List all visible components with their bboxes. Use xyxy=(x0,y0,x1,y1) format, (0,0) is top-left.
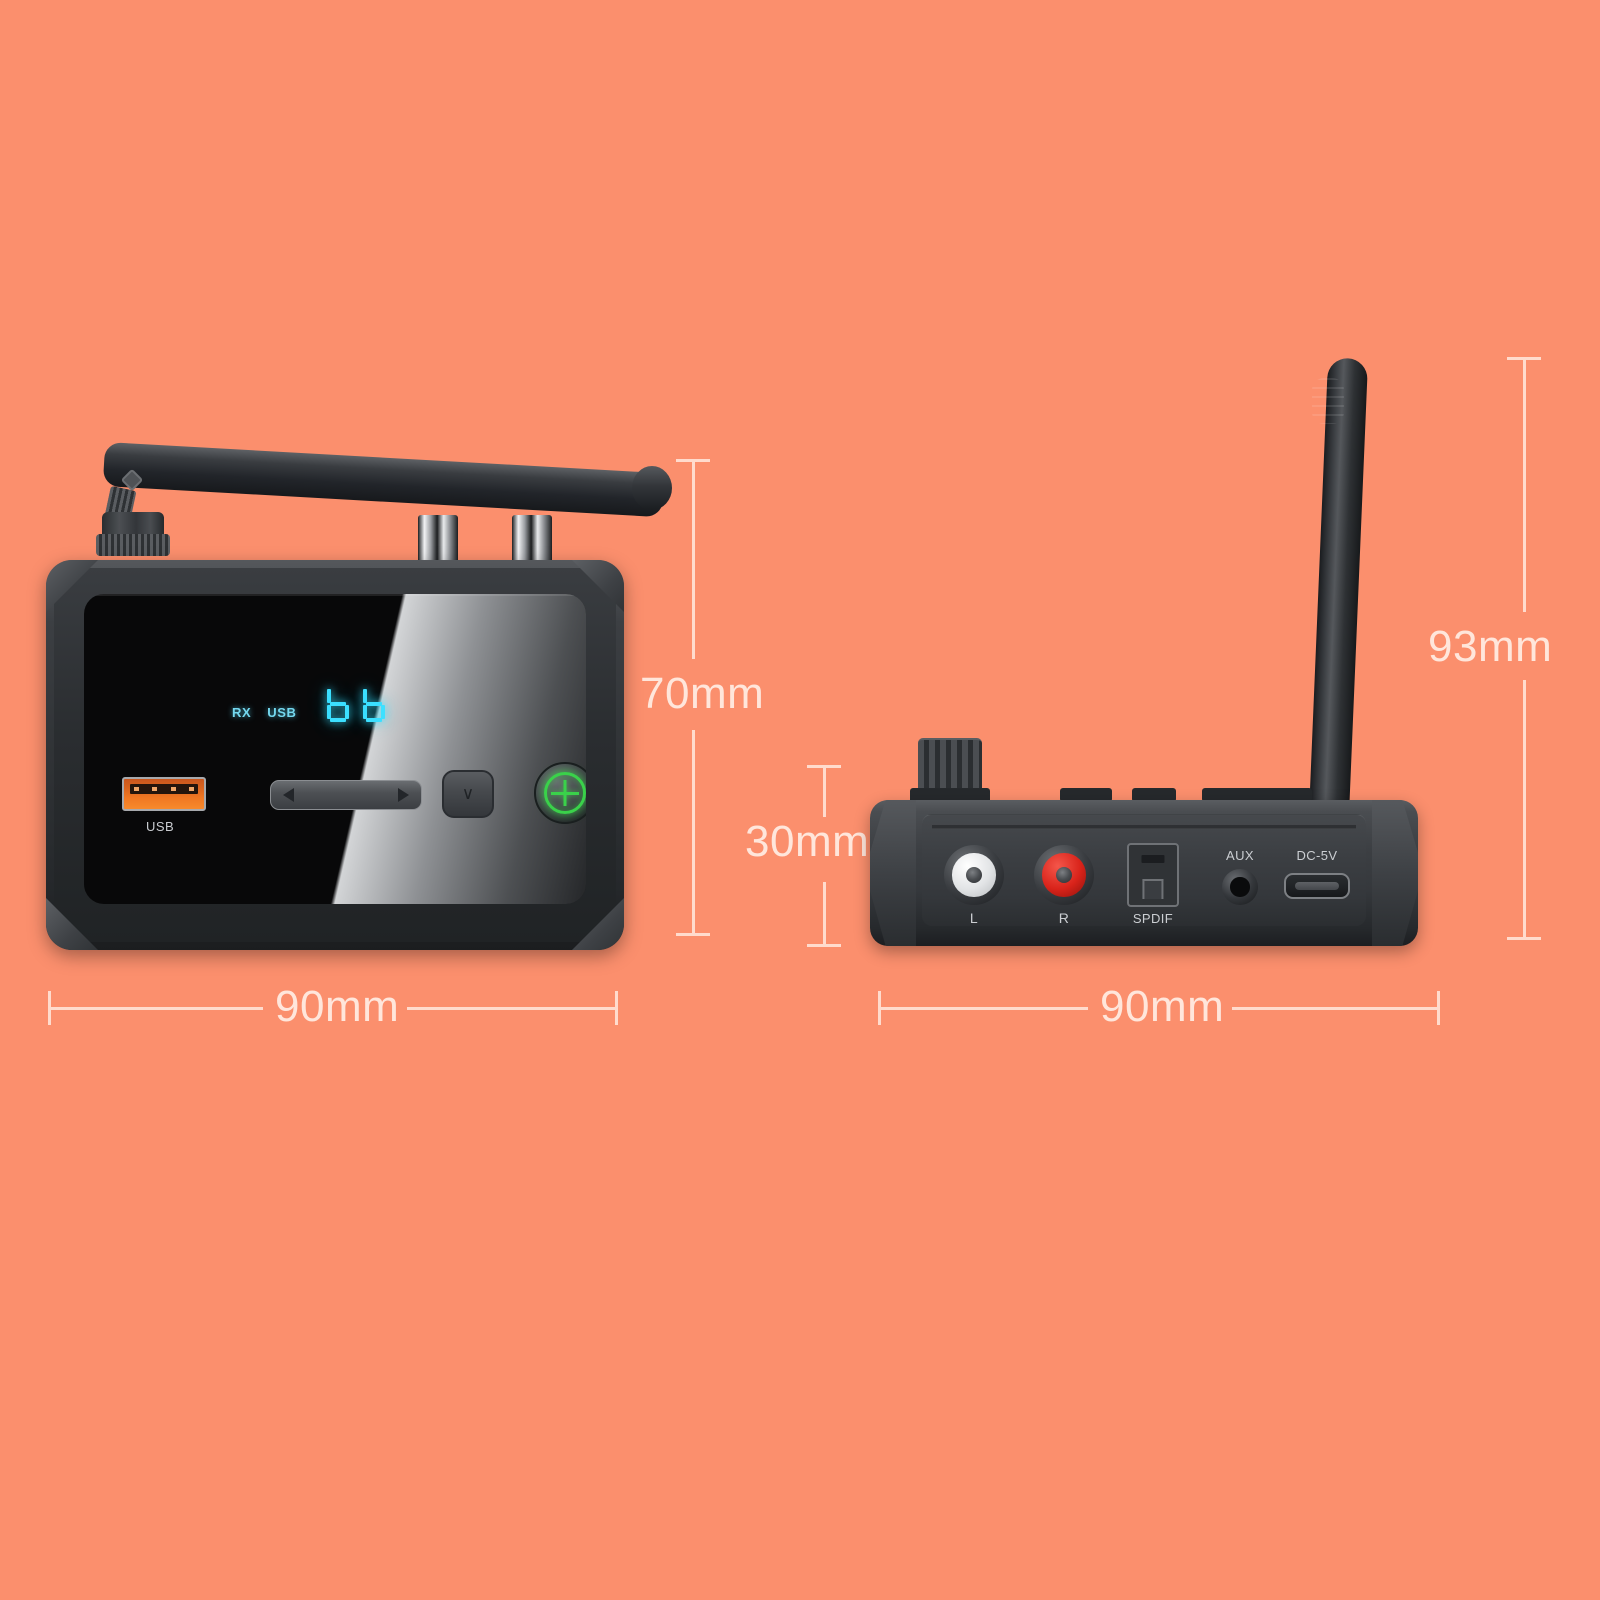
prev-next-rocker[interactable] xyxy=(270,780,422,810)
play-previous-icon[interactable] xyxy=(283,788,294,802)
antenna-folded xyxy=(46,430,686,570)
rca-output-left[interactable] xyxy=(944,845,1004,905)
rca-output-right[interactable] xyxy=(1034,845,1094,905)
rca-left-pin-hole xyxy=(965,866,983,884)
optical-spdif-port[interactable] xyxy=(1127,843,1179,907)
chevron-down-icon: ∨ xyxy=(461,784,475,803)
usb-c-power-label: DC-5V xyxy=(1296,848,1338,863)
segment-digit-2 xyxy=(363,686,385,722)
front-view-device: RX USB xyxy=(46,430,672,950)
power-pair-knob[interactable] xyxy=(534,762,586,824)
usb-a-port[interactable] xyxy=(122,777,206,811)
front-chassis: RX USB xyxy=(46,560,624,950)
dimension-rear-depth-label: 30mm xyxy=(745,817,870,866)
rca-output-left-label: L xyxy=(969,910,979,926)
rear-left-bumper xyxy=(870,800,916,946)
top-edge-tab-2 xyxy=(1132,788,1176,802)
panel-edge-highlight xyxy=(84,594,586,596)
indicator-usb: USB xyxy=(267,705,297,720)
aux-jack-hole xyxy=(1230,877,1250,897)
dimension-rear-total-height-label: 93mm xyxy=(1428,622,1553,671)
antenna-upright-rod xyxy=(1308,357,1369,839)
optical-spdif-label: SPDIF xyxy=(1132,911,1174,926)
top-edge-tab-3 xyxy=(1202,788,1312,802)
status-indicator-row: RX USB xyxy=(232,706,297,719)
aux-jack-label: AUX xyxy=(1226,848,1254,863)
rear-chassis: L R SPDIF AUX xyxy=(870,800,1418,946)
segment-display xyxy=(327,686,385,722)
usb-c-tongue xyxy=(1294,882,1340,890)
power-led-ring-icon xyxy=(544,772,586,814)
indicator-rx: RX xyxy=(232,705,252,720)
usb-port-label: USB xyxy=(146,819,175,834)
top-edge-tab-1 xyxy=(1060,788,1112,802)
rear-top-groove xyxy=(932,825,1356,829)
rca-right-pin-hole xyxy=(1055,866,1073,884)
dimension-front-height-label: 70mm xyxy=(640,669,765,718)
rear-io-plate: L R SPDIF AUX xyxy=(922,814,1366,926)
panel-gloss-reflection xyxy=(84,594,586,904)
segment-digit-1 xyxy=(327,686,349,722)
usb-c-power-port[interactable] xyxy=(1284,873,1350,899)
usb-tongue xyxy=(130,784,198,794)
mode-button[interactable]: ∨ xyxy=(442,770,494,818)
antenna-upright-grip xyxy=(1312,378,1344,424)
rear-right-bumper xyxy=(1372,800,1418,946)
aux-jack-port[interactable] xyxy=(1222,869,1258,905)
antenna-rod xyxy=(102,442,665,518)
usb-pins xyxy=(134,787,194,791)
rca-right-collar xyxy=(1042,853,1086,897)
rca-output-right-label: R xyxy=(1058,910,1070,926)
dimension-rear-width-label: 90mm xyxy=(1100,982,1225,1031)
antenna-tip-icon xyxy=(632,466,672,510)
play-next-icon[interactable] xyxy=(398,788,409,802)
volume-knob[interactable] xyxy=(918,738,982,796)
front-glass-panel: RX USB xyxy=(84,594,586,904)
antenna-hinge-collar xyxy=(96,534,170,556)
dimension-front-width-label: 90mm xyxy=(275,982,400,1031)
rear-view-device: L R SPDIF AUX xyxy=(870,350,1440,950)
rca-left-collar xyxy=(952,853,996,897)
